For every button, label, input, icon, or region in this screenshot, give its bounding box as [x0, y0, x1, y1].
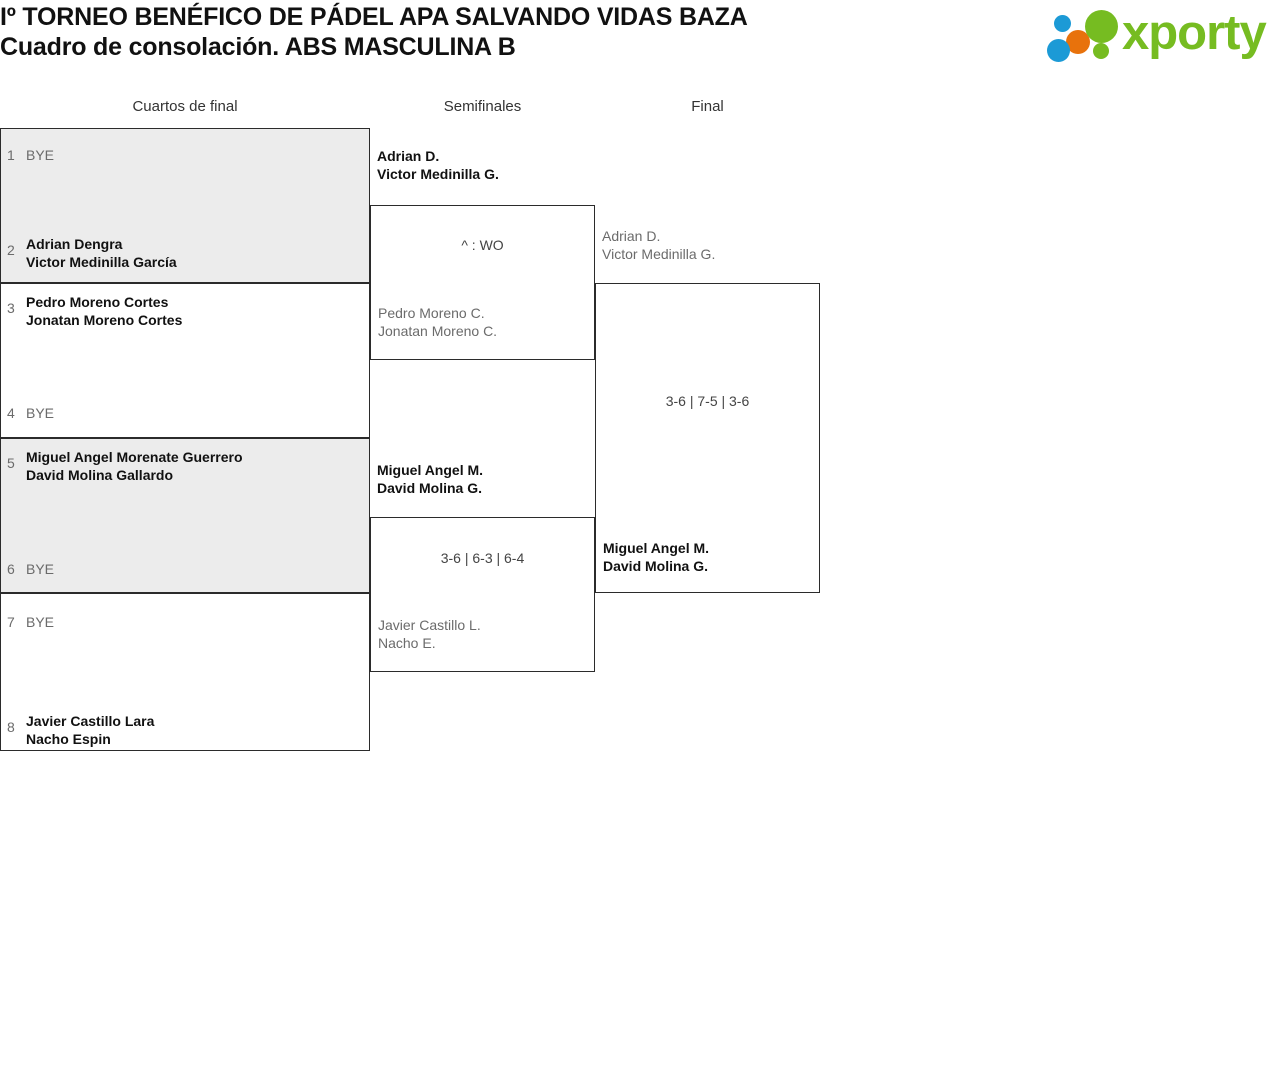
- player-name: Adrian D.: [602, 228, 661, 244]
- round1-slot-2[interactable]: 2 Adrian Dengra Victor Medinilla García: [1, 232, 369, 270]
- seed-number: 6: [7, 561, 15, 577]
- seed-number: 5: [7, 455, 15, 471]
- round1-slot-8[interactable]: 8 Javier Castillo Lara Nacho Espin: [1, 709, 369, 747]
- player-name: Jonatan Moreno C.: [378, 323, 498, 339]
- player-name: Miguel Angel M.: [603, 540, 710, 556]
- title-block: Iº TORNEO BENÉFICO DE PÁDEL APA SALVANDO…: [0, 2, 1000, 62]
- round1-match-3[interactable]: 5 Miguel Angel Morenate Guerrero David M…: [0, 438, 370, 593]
- player-bye: BYE: [26, 614, 55, 630]
- round2-match-1-score: ^ : WO: [461, 237, 504, 253]
- round1-match-4[interactable]: 7 BYE 8 Javier Castillo Lara Nacho Espin: [0, 593, 370, 751]
- round-header-semifinales: Semifinales: [443, 98, 522, 115]
- round3-match-1[interactable]: 3-6 | 7-5 | 3-6 Miguel Angel M. David Mo…: [595, 283, 820, 593]
- player-name: Javier Castillo Lara: [26, 713, 155, 729]
- player-name: Victor Medinilla G.: [377, 166, 499, 182]
- round2-match-2-winner: Miguel Angel M. David Molina G.: [377, 461, 483, 497]
- round1-slot-4[interactable]: 4 BYE: [1, 396, 369, 430]
- logo-wordmark: xporty: [1122, 6, 1267, 60]
- seed-number: 7: [7, 614, 15, 630]
- round1-slot-3[interactable]: 3 Pedro Moreno Cortes Jonatan Moreno Cor…: [1, 290, 369, 328]
- player-name: Jonatan Moreno Cortes: [26, 312, 183, 328]
- round3-match-1-winner: Miguel Angel M. David Molina G.: [603, 539, 709, 575]
- round2-match-1[interactable]: ^ : WO Pedro Moreno C. Jonatan Moreno C.: [370, 205, 595, 360]
- seed-number: 8: [7, 719, 15, 735]
- player-bye: BYE: [26, 561, 55, 577]
- player-name: Victor Medinilla García: [26, 254, 177, 270]
- round1-slot-5[interactable]: 5 Miguel Angel Morenate Guerrero David M…: [1, 445, 369, 483]
- round1-match-2[interactable]: 3 Pedro Moreno Cortes Jonatan Moreno Cor…: [0, 283, 370, 438]
- page-header: Iº TORNEO BENÉFICO DE PÁDEL APA SALVANDO…: [0, 0, 1280, 88]
- player-name: Adrian D.: [377, 148, 440, 164]
- xporty-logo[interactable]: xporty: [1040, 4, 1275, 64]
- player-name: Pedro Moreno Cortes: [26, 294, 169, 310]
- player-name: Victor Medinilla G.: [602, 246, 716, 262]
- player-name: Nacho E.: [378, 635, 436, 651]
- logo-dot-green-large-icon: [1085, 10, 1118, 43]
- player-name: Nacho Espin: [26, 731, 111, 747]
- round2-match-2[interactable]: 3-6 | 6-3 | 6-4 Javier Castillo L. Nacho…: [370, 517, 595, 672]
- round2-match-1-loser: Pedro Moreno C. Jonatan Moreno C.: [378, 304, 497, 340]
- round3-match-1-score: 3-6 | 7-5 | 3-6: [665, 393, 750, 409]
- player-name: David Molina G.: [377, 480, 483, 496]
- player-bye: BYE: [26, 147, 55, 163]
- round-header-final: Final: [691, 98, 724, 115]
- seed-number: 3: [7, 300, 15, 316]
- round2-match-2-score: 3-6 | 6-3 | 6-4: [440, 550, 525, 566]
- round1-match-1[interactable]: 1 BYE 2 Adrian Dengra Victor Medinilla G…: [0, 128, 370, 283]
- player-name: David Molina Gallardo: [26, 467, 174, 483]
- logo-dot-blue-small-icon: [1054, 15, 1071, 32]
- round2-match-1-winner: Adrian D. Victor Medinilla G.: [377, 147, 499, 183]
- round1-slot-7[interactable]: 7 BYE: [1, 605, 369, 639]
- player-name: Miguel Angel Morenate Guerrero: [26, 449, 243, 465]
- round1-slot-1[interactable]: 1 BYE: [1, 138, 369, 172]
- player-name: David Molina G.: [603, 558, 709, 574]
- round2-match-2-loser: Javier Castillo L. Nacho E.: [378, 616, 481, 652]
- player-name: Javier Castillo L.: [378, 617, 481, 633]
- player-name: Pedro Moreno C.: [378, 305, 485, 321]
- player-bye: BYE: [26, 405, 55, 421]
- round-header-cuartos: Cuartos de final: [132, 98, 238, 115]
- player-name: Adrian Dengra: [26, 236, 123, 252]
- logo-dots-icon: [1045, 8, 1127, 62]
- tournament-subtitle: Cuadro de consolación. ABS MASCULINA B: [0, 33, 516, 61]
- logo-dot-green-small-icon: [1093, 43, 1109, 59]
- seed-number: 2: [7, 242, 15, 258]
- logo-dot-blue-large-icon: [1047, 39, 1070, 62]
- round3-match-1-loser: Adrian D. Victor Medinilla G.: [602, 227, 715, 263]
- seed-number: 1: [7, 147, 15, 163]
- tournament-title: Iº TORNEO BENÉFICO DE PÁDEL APA SALVANDO…: [0, 3, 748, 31]
- round1-slot-6[interactable]: 6 BYE: [1, 552, 369, 586]
- player-name: Miguel Angel M.: [377, 462, 484, 478]
- seed-number: 4: [7, 405, 15, 421]
